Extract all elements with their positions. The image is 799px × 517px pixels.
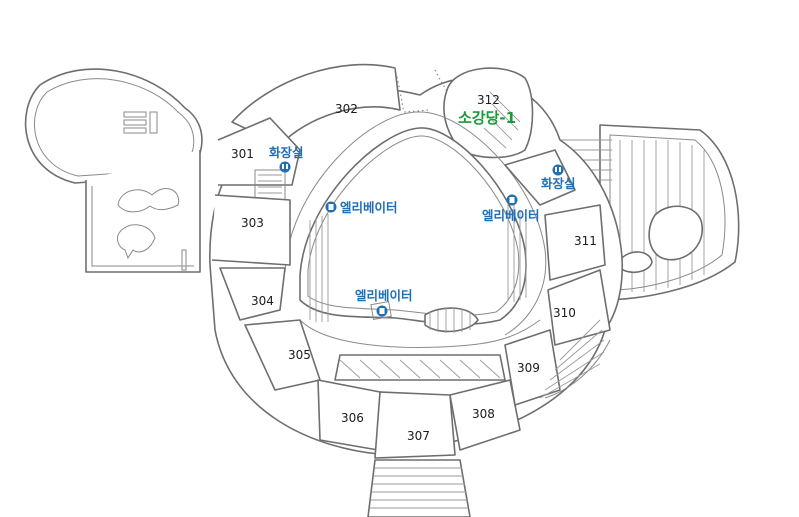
- elevator-center-label: 엘리베이터: [355, 288, 413, 303]
- room-306-label: 306: [341, 411, 364, 425]
- room-305-label: 305: [288, 348, 311, 362]
- room-312-label: 312: [477, 93, 500, 107]
- room-304-label: 304: [251, 294, 274, 308]
- restroom-left-label: 화장실: [269, 145, 304, 160]
- small-auditorium-label: 소강당-1: [458, 109, 516, 127]
- room-310-label: 310: [553, 306, 576, 320]
- restroom-pin-icon: [552, 164, 564, 176]
- elevator-pin-icon: [325, 201, 337, 213]
- elevator-left-label: 엘리베이터: [340, 200, 398, 215]
- restroom-right-label: 화장실: [541, 176, 576, 191]
- restroom-pin-icon: [279, 161, 291, 173]
- room-307-label: 307: [407, 429, 430, 443]
- main-building: [209, 63, 623, 517]
- left-annex: [24, 68, 203, 273]
- restroom-right: 화장실: [541, 164, 576, 191]
- room-303-label: 303: [241, 216, 264, 230]
- room-309-label: 309: [517, 361, 540, 375]
- room-311-label: 311: [574, 234, 597, 248]
- right-annex: [560, 124, 740, 301]
- elevator-left: 엘리베이터: [325, 200, 398, 215]
- elevator-center: 엘리베이터: [355, 288, 413, 321]
- elevator-pin-icon: [370, 300, 392, 321]
- restroom-left: 화장실: [269, 145, 304, 173]
- elevator-right: 엘리베이터: [482, 194, 540, 223]
- elevator-pin-icon: [506, 194, 518, 206]
- room-302-label: 302: [335, 102, 358, 116]
- room-308-label: 308: [472, 407, 495, 421]
- room-301-label: 301: [231, 147, 254, 161]
- elevator-right-label: 엘리베이터: [482, 208, 540, 223]
